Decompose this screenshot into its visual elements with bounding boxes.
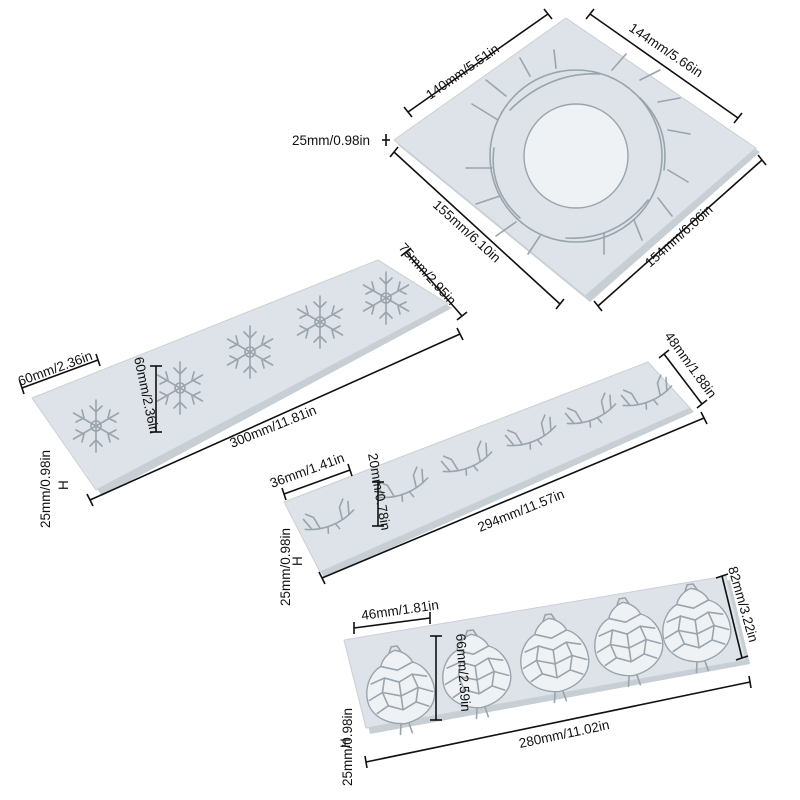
pinecone-thickness-marker: H [338,738,353,748]
antler-thickness-marker: H [290,556,305,566]
wreath-pattern [465,49,691,255]
snowflake-thickness-label: 25mm/0.98in [38,450,53,528]
square-thickness-label: 25mm/0.98in [292,133,370,148]
antler-dimension-lines [281,349,708,585]
pinecone-thickness-label: 25mm/0.98in [340,708,355,786]
pinecone-length-label: 280mm/11.02in [518,717,611,751]
snowflake-dimension-lines [19,247,468,507]
pinecone-mat [343,575,750,740]
antler-thickness-label: 25mm/0.98in [278,528,293,606]
pinecone-dimension-lines [353,573,752,769]
square-dimension-lines [382,8,767,312]
pinecone-pattern-width-label: 46mm/1.81in [360,597,439,623]
snowflake-mat [31,259,452,496]
pinecone-pattern-height-label: 66mm/2.59in [453,633,473,712]
snowflake-thickness-marker: H [56,480,71,490]
square-wreath-mat [393,17,760,302]
antler-mat [283,361,694,578]
